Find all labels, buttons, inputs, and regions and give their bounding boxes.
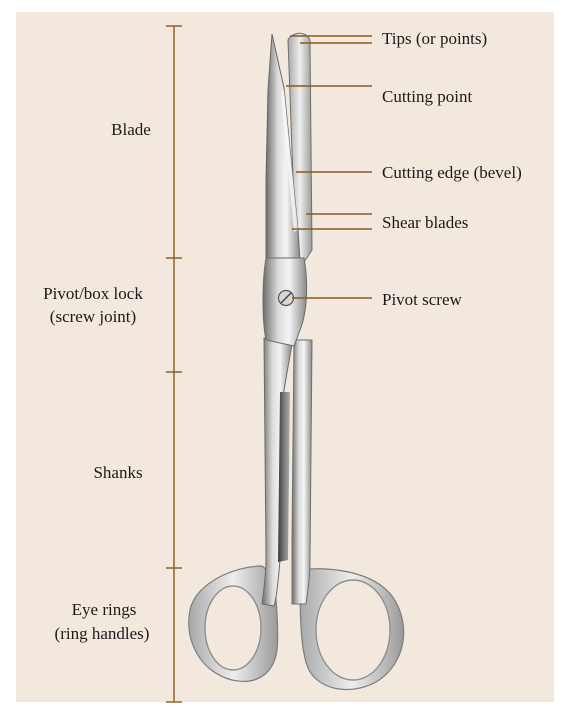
right-shank-icon xyxy=(292,340,312,604)
label-pivot-line2: (screw joint) xyxy=(50,307,136,326)
label-cutting-point: Cutting point xyxy=(382,87,472,106)
label-blade: Blade xyxy=(111,120,151,139)
left-ring-hole xyxy=(205,586,261,670)
label-eye-rings-line1: Eye rings xyxy=(72,600,137,619)
label-shear-blades: Shear blades xyxy=(382,213,468,232)
label-pivot-line1: Pivot/box lock xyxy=(43,284,143,303)
label-pivot-screw: Pivot screw xyxy=(382,290,463,309)
right-ring-hole xyxy=(316,580,390,680)
shank-shadow xyxy=(278,392,290,562)
label-cutting-edge: Cutting edge (bevel) xyxy=(382,163,522,182)
label-shanks: Shanks xyxy=(93,463,142,482)
label-eye-rings-line2: (ring handles) xyxy=(55,624,150,643)
label-tips: Tips (or points) xyxy=(382,29,487,48)
